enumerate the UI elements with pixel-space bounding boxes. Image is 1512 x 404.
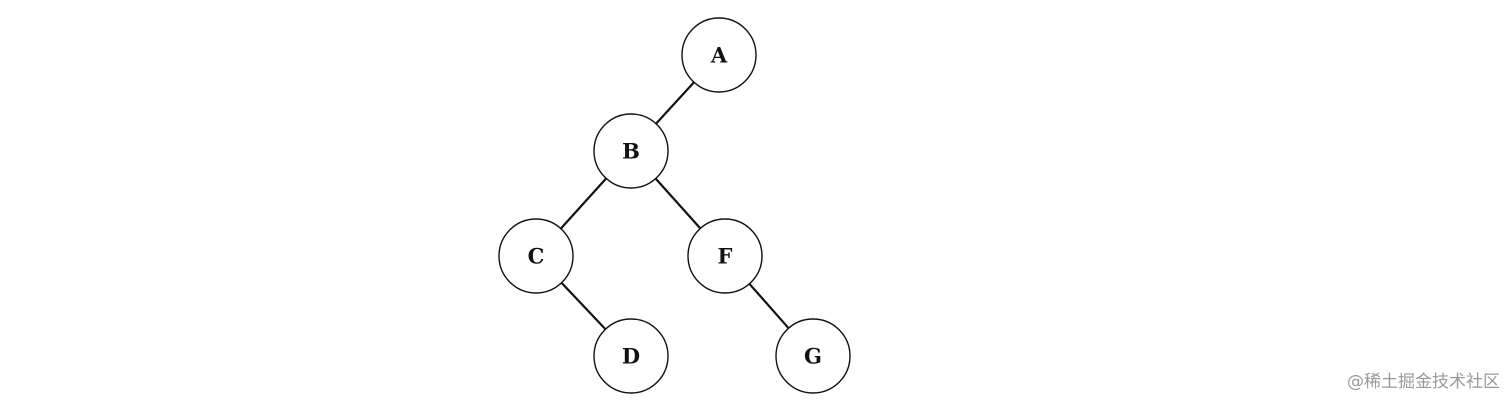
edge-c-d <box>560 282 607 330</box>
edge-b-f <box>654 177 702 230</box>
tree-edges <box>559 81 790 330</box>
node-circle <box>593 318 669 394</box>
edge-a-b <box>655 81 695 125</box>
node-circle <box>775 318 851 394</box>
edge-f-g <box>748 283 790 329</box>
tree-node-b: B <box>593 113 669 189</box>
tree-node-g: G <box>775 318 851 394</box>
node-label: C <box>528 244 545 269</box>
node-label: D <box>622 344 640 369</box>
watermark: @稀土掘金技术社区 <box>1347 372 1500 392</box>
node-circle <box>593 113 669 189</box>
node-circle <box>498 218 574 294</box>
tree-node-a: A <box>681 17 757 93</box>
tree-node-d: D <box>593 318 669 394</box>
tree-node-f: F <box>687 218 763 294</box>
node-label: B <box>622 139 640 164</box>
tree-nodes: A B C F D G <box>498 17 851 394</box>
node-label: F <box>718 244 733 269</box>
node-label: A <box>710 43 728 68</box>
edge-b-c <box>559 177 608 230</box>
node-label: G <box>804 344 822 369</box>
node-circle <box>681 17 757 93</box>
tree-node-c: C <box>498 218 574 294</box>
node-circle <box>687 218 763 294</box>
